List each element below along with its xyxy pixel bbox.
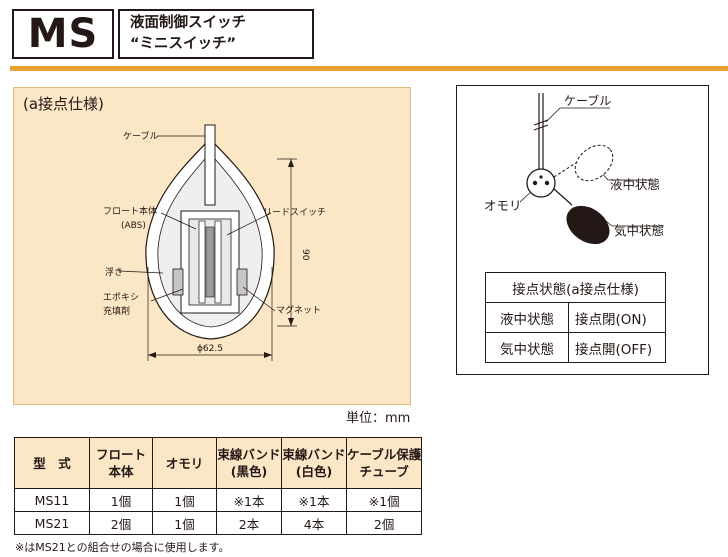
table-row: MS11 1個 1個 ※1本 ※1本 ※1個 — [14, 488, 423, 512]
label-reed-switch: リードスイッチ — [263, 207, 326, 218]
table-header-row: 型 式 フロート本体 オモリ 束線バンド (黒色) 束線バンド (白色) ケーブル保… — [14, 437, 423, 489]
model-code-text: MS — [27, 11, 99, 57]
label-cable: ケーブル — [123, 130, 158, 142]
title-line-2: “ミニスイッチ” — [130, 36, 237, 52]
contact-cell: 接点閉(ON) — [568, 302, 666, 333]
table-row: MS21 2個 1個 2本 4本 2個 — [14, 511, 423, 535]
unit-label: 単位：mm — [346, 411, 411, 426]
magnet-right — [236, 268, 248, 296]
table-cell: 2本 — [216, 511, 282, 535]
diagram-label-cable: ケーブル — [564, 93, 611, 108]
col-band-white-l1: 束線バンド — [282, 447, 346, 462]
label-height: 90 — [300, 249, 310, 261]
table-cell: ※1本 — [281, 488, 347, 512]
contact-state-table: 接点状態(a接点仕様) 液中状態 接点閉(ON) 気中状態 接点開(OFF) — [485, 272, 666, 363]
state-table-header: 接点状態(a接点仕様) — [485, 272, 666, 303]
label-buoy: 浮き — [105, 266, 123, 278]
table-cell: MS11 — [14, 488, 90, 512]
table-cell: 1個 — [89, 488, 153, 512]
float-in-liquid — [574, 144, 614, 182]
table-cell: 4本 — [281, 511, 347, 535]
col-cable-tube: ケーブル保護チューブ — [345, 437, 423, 489]
label-epoxy-2: 充填剤 — [103, 305, 130, 317]
float-in-air — [566, 205, 610, 245]
table-cell: 1個 — [152, 488, 217, 512]
col-float-l1: フロート — [95, 447, 146, 462]
header-rule — [10, 66, 728, 71]
col-cable-tube-l1: ケーブル保護 — [347, 447, 422, 462]
state-cell: 液中状態 — [485, 302, 569, 333]
table-cell: ※1個 — [345, 488, 423, 512]
weight-shape — [526, 168, 556, 198]
col-band-white-l2: (白色) — [295, 464, 333, 479]
label-float-body-2: (ABS) — [121, 221, 146, 231]
contact-cell: 接点開(OFF) — [568, 332, 666, 363]
col-model: 型 式 — [14, 437, 90, 489]
col-cable-tube-l2: チューブ — [359, 464, 409, 479]
footnote: ※はMS21との組合せの場合に使用します。 — [15, 541, 230, 554]
col-float-l2: 本体 — [108, 464, 134, 479]
label-diameter: ϕ62.5 — [197, 344, 223, 354]
state-diagram: ケーブル 液中状態 オモリ 気中状態 — [484, 93, 664, 245]
table-cell: MS21 — [14, 511, 90, 535]
col-weight: オモリ — [152, 437, 217, 489]
diagram-label-weight: オモリ — [484, 198, 522, 213]
label-epoxy-1: エポキシ — [103, 292, 139, 303]
model-code: MS — [12, 9, 114, 59]
table-cell: 2個 — [89, 511, 153, 535]
drawing-title: (a接点仕様) — [23, 95, 104, 113]
col-band-black: 束線バンド (黒色) — [216, 437, 282, 489]
label-magnet: マグネット — [276, 304, 321, 316]
title-line-1: 液面制御スイッチ — [130, 15, 246, 31]
col-band-black-l2: (黒色) — [230, 464, 268, 479]
table-cell: 2個 — [345, 511, 423, 535]
spec-table: 型 式 フロート本体 オモリ 束線バンド (黒色) 束線バンド (白色) ケーブル保… — [14, 437, 423, 535]
col-band-black-l1: 束線バンド — [217, 447, 281, 462]
state-diagram-box — [456, 85, 709, 375]
table-row: 液中状態 接点閉(ON) — [485, 302, 666, 333]
col-float: フロート本体 — [89, 437, 153, 489]
cable-shape — [204, 124, 216, 206]
col-band-white: 束線バンド (白色) — [281, 437, 347, 489]
diagram-label-in-liquid: 液中状態 — [610, 177, 660, 192]
table-row: 気中状態 接点開(OFF) — [485, 332, 666, 363]
state-cell: 気中状態 — [485, 332, 569, 363]
table-cell: ※1本 — [216, 488, 282, 512]
float-cross-section: ケーブル フロート本体 (ABS) リードスイッチ 浮き エポキシ 充填剤 マグ… — [103, 124, 326, 361]
col-model-label: 型 式 — [33, 455, 71, 471]
table-cell: 1個 — [152, 511, 217, 535]
diagram-label-in-air: 気中状態 — [614, 223, 664, 238]
title-box: 液面制御スイッチ “ミニスイッチ” — [118, 9, 314, 59]
col-weight-label: オモリ — [165, 455, 204, 471]
magnet-left — [172, 268, 184, 296]
label-float-body-1: フロート本体 — [103, 205, 157, 217]
